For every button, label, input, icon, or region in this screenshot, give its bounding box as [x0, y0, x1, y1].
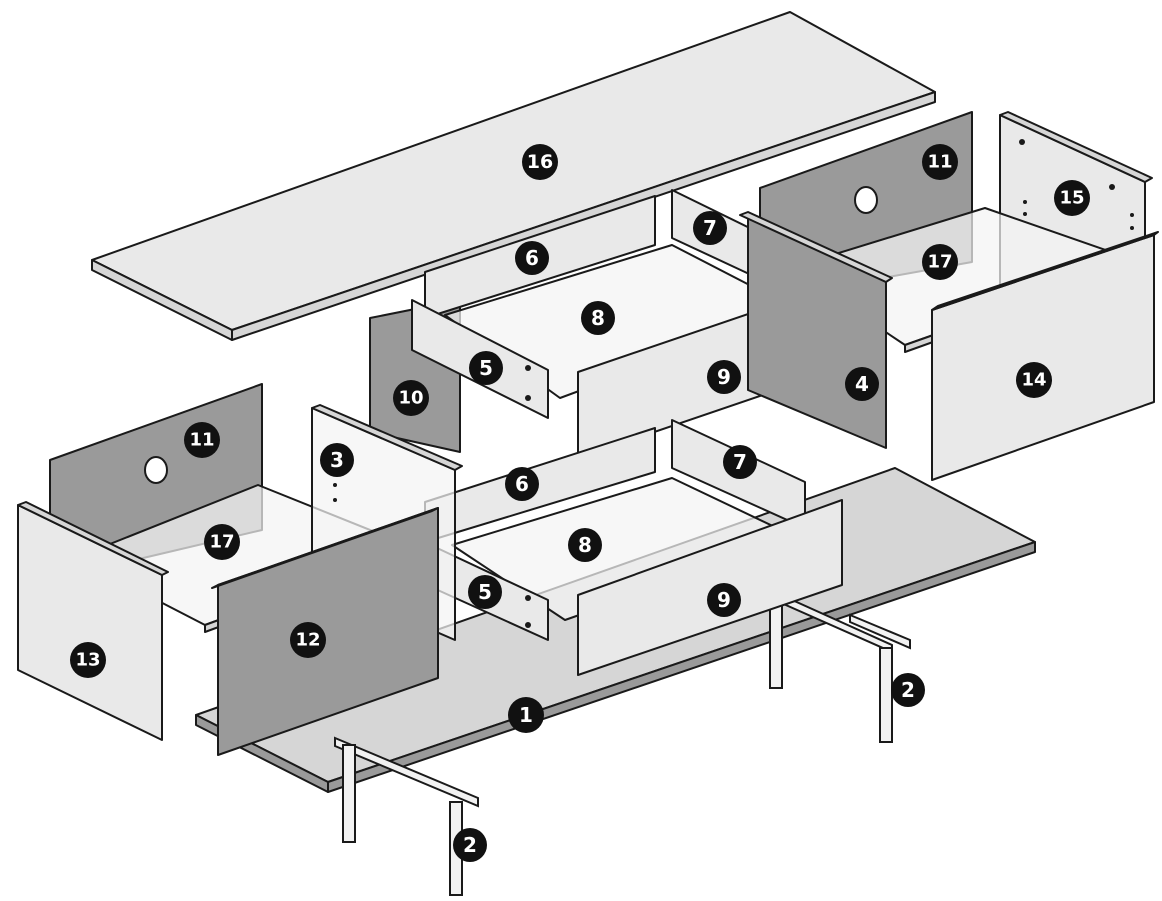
svg-text:2: 2 — [463, 833, 477, 857]
svg-text:3: 3 — [330, 448, 344, 472]
part-number-badge: 12 — [290, 622, 326, 658]
part-number-badge: 6 — [515, 241, 549, 275]
svg-text:7: 7 — [733, 450, 747, 474]
part-number-badge: 11 — [184, 422, 220, 458]
part-number-badge: 6 — [505, 467, 539, 501]
svg-text:6: 6 — [525, 246, 539, 270]
part-number-badge: 10 — [393, 380, 429, 416]
svg-text:12: 12 — [295, 630, 320, 651]
svg-text:7: 7 — [703, 216, 717, 240]
part-number-badge: 7 — [723, 445, 757, 479]
part-number-badge: 3 — [320, 443, 354, 477]
leg-frame-right — [769, 588, 911, 743]
svg-text:4: 4 — [855, 372, 869, 396]
svg-text:14: 14 — [1021, 370, 1046, 391]
svg-text:11: 11 — [927, 152, 952, 173]
part-number-badge: 8 — [568, 528, 602, 562]
svg-text:15: 15 — [1059, 188, 1084, 209]
part-number-badge: 17 — [922, 244, 958, 280]
part-number-badge: 14 — [1016, 362, 1052, 398]
left-side-panel — [17, 501, 169, 741]
part-number-badge: 16 — [522, 144, 558, 180]
svg-text:9: 9 — [717, 588, 731, 612]
svg-text:1: 1 — [519, 703, 533, 727]
cable-hole — [144, 456, 168, 484]
cable-hole — [854, 186, 878, 214]
svg-text:16: 16 — [527, 151, 553, 173]
svg-text:13: 13 — [75, 650, 100, 671]
part-number-badge: 15 — [1054, 180, 1090, 216]
svg-text:8: 8 — [591, 306, 605, 330]
svg-text:17: 17 — [927, 252, 952, 273]
svg-text:5: 5 — [478, 580, 492, 604]
part-badges: 16 6 7 8 5 9 10 4 — [70, 144, 1090, 862]
part-number-badge: 1 — [508, 697, 544, 733]
part-number-badge: 9 — [707, 360, 741, 394]
right-door — [931, 231, 1159, 481]
top-panel — [91, 11, 936, 341]
svg-text:8: 8 — [578, 533, 592, 557]
part-number-badge: 13 — [70, 642, 106, 678]
svg-text:10: 10 — [398, 388, 423, 409]
part-number-badge: 2 — [891, 673, 925, 707]
part-number-badge: 5 — [469, 351, 503, 385]
svg-text:9: 9 — [717, 365, 731, 389]
svg-text:11: 11 — [189, 430, 214, 451]
part-number-badge: 2 — [453, 828, 487, 862]
part-number-badge: 5 — [468, 575, 502, 609]
part-number-badge: 11 — [922, 144, 958, 180]
svg-text:6: 6 — [515, 472, 529, 496]
svg-text:5: 5 — [479, 356, 493, 380]
svg-text:2: 2 — [901, 678, 915, 702]
part-number-badge: 8 — [581, 301, 615, 335]
left-door — [211, 507, 439, 756]
part-number-badge: 17 — [204, 524, 240, 560]
svg-text:17: 17 — [209, 532, 234, 553]
part-number-badge: 9 — [707, 583, 741, 617]
part-number-badge: 7 — [693, 211, 727, 245]
part-number-badge: 4 — [845, 367, 879, 401]
lower-drawer-front — [577, 499, 843, 676]
